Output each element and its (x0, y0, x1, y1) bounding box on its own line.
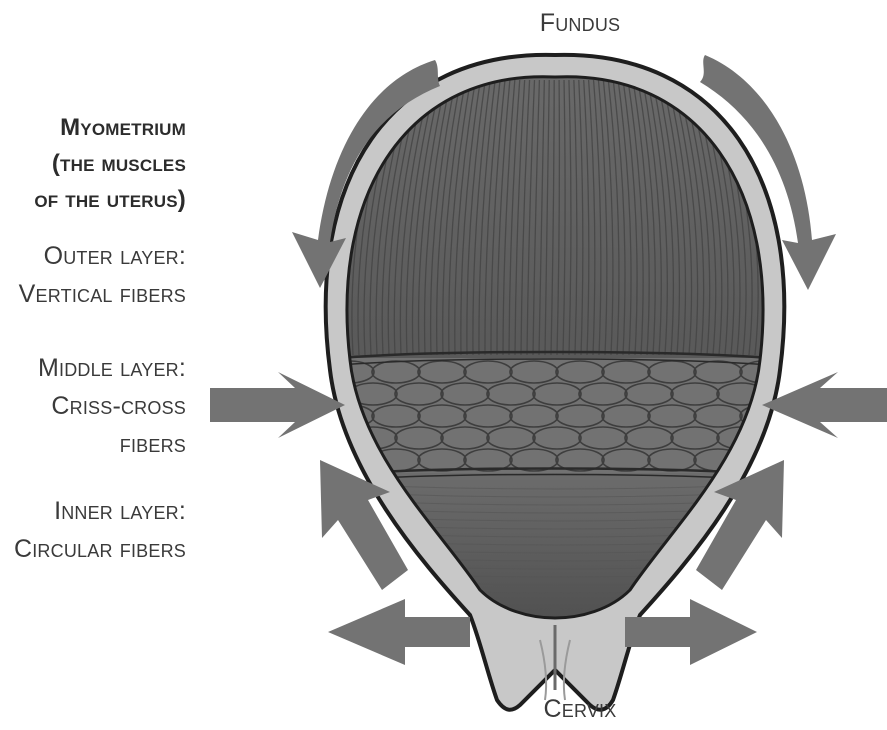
myometrium-heading: Myometrium (the muscles of the uterus) (0, 110, 186, 218)
myometrium-line3: of the uterus) (0, 182, 186, 218)
middle-layer-line1: Middle layer: (0, 349, 186, 387)
outer-layer-line1: Outer layer: (0, 237, 186, 275)
middle-layer-line2: Criss-cross (0, 387, 186, 425)
middle-layer-label: Middle layer: Criss-cross fibers (0, 349, 186, 463)
myometrium-line1: Myometrium (0, 110, 186, 146)
middle-layer-region (330, 358, 780, 473)
outer-layer-label: Outer layer: Vertical fibers (0, 237, 186, 313)
arrow-inward-right (762, 372, 887, 438)
arrow-outward-left (328, 599, 470, 665)
inner-layer-line2: Circular fibers (0, 530, 186, 568)
inner-layer-label: Inner layer: Circular fibers (0, 492, 186, 568)
middle-layer-line3: fibers (0, 425, 186, 463)
myometrium-line2: (the muscles (0, 146, 186, 182)
inner-layer-line1: Inner layer: (0, 492, 186, 530)
cervix-label: Cervix (520, 690, 640, 728)
fundus-label: Fundus (520, 4, 640, 42)
outer-layer-line2: Vertical fibers (0, 275, 186, 313)
arrow-inward-left (210, 372, 345, 438)
